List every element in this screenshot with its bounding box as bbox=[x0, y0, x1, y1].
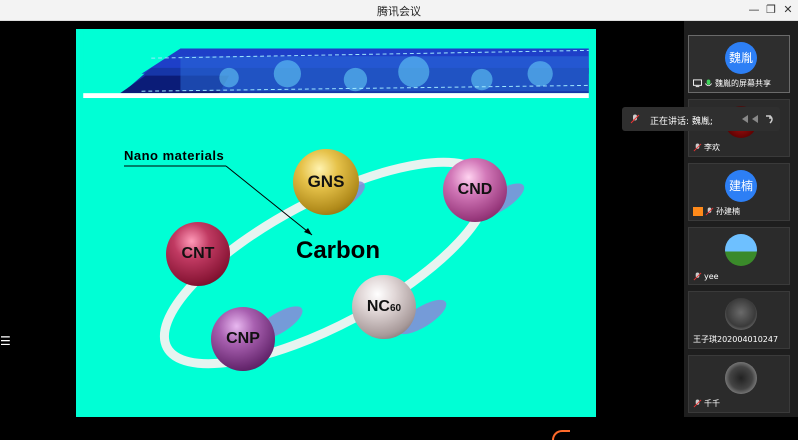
participant-name: 千千 bbox=[704, 399, 720, 408]
mic-icon bbox=[705, 79, 712, 87]
ball-cnt: CNT bbox=[166, 222, 230, 286]
avatar: 建楠 bbox=[725, 170, 757, 202]
participant-label: 千千 bbox=[693, 398, 787, 409]
participant-label: 李欢 bbox=[693, 142, 787, 153]
ball-nc60-sub: 60 bbox=[389, 303, 402, 314]
restore-icon[interactable]: ❐ bbox=[766, 3, 776, 16]
participant-label: 孙建楠 bbox=[693, 206, 787, 217]
ball-cnp: CNP bbox=[211, 307, 275, 371]
avatar: 魏胤 bbox=[725, 42, 757, 74]
avatar bbox=[725, 362, 757, 394]
mic-muted-icon bbox=[693, 399, 702, 408]
window-title: 腾讯会议 bbox=[377, 5, 421, 18]
participant-tile[interactable]: 建楠 孙建楠 bbox=[688, 163, 790, 221]
participant-name: yee bbox=[704, 272, 719, 281]
screen-share-icon bbox=[693, 79, 702, 88]
participant-name: 王子琪202004010247 bbox=[693, 335, 779, 344]
participant-label: 魏胤的屏幕共享 bbox=[693, 78, 787, 89]
orange-mark bbox=[552, 430, 570, 440]
orbit-ring bbox=[124, 157, 493, 369]
participant-label: 王子琪202004010247 bbox=[693, 334, 787, 345]
ball-nc60-label: NC60 bbox=[367, 298, 401, 316]
participant-tile[interactable]: 王子琪202004010247 bbox=[688, 291, 790, 349]
carbon-label: Carbon bbox=[296, 237, 380, 264]
mic-muted-icon bbox=[693, 143, 702, 152]
speaker-mic-icon bbox=[630, 114, 640, 124]
participant-name: 李欢 bbox=[704, 143, 720, 152]
title-bar: 腾讯会议 — ❐ ✕ bbox=[0, 0, 798, 21]
nano-materials-label: Nano materials bbox=[124, 148, 225, 163]
undo-redo-icon[interactable] bbox=[740, 113, 776, 125]
menu-icon[interactable]: ☰ bbox=[0, 334, 11, 348]
avatar bbox=[725, 298, 757, 330]
ball-cnp-label: CNP bbox=[226, 330, 260, 347]
shared-screen: Nano materials Carbon GNS CND CNT CNP NC… bbox=[0, 21, 684, 440]
ball-nc60-main: NC bbox=[366, 298, 390, 315]
ball-nc60: NC60 bbox=[352, 275, 416, 339]
participant-name: 魏胤的屏幕共享 bbox=[715, 79, 771, 88]
minimize-icon[interactable]: — bbox=[748, 3, 760, 16]
ball-cnd-label: CND bbox=[457, 181, 493, 198]
ball-gns-label: GNS bbox=[307, 172, 345, 191]
participant-label: yee bbox=[693, 272, 787, 281]
ball-gns: GNS bbox=[293, 149, 359, 215]
participant-name: 孙建楠 bbox=[716, 207, 740, 216]
close-icon[interactable]: ✕ bbox=[783, 3, 793, 16]
participant-panel: 魏胤 魏胤的屏幕共享 李欢 建楠 孙建楠 yee 王子琪20200401 bbox=[684, 21, 798, 417]
speaking-text: 正在讲话: 魏胤; bbox=[650, 117, 713, 127]
mic-muted-icon bbox=[693, 272, 702, 281]
ball-cnd: CND bbox=[443, 158, 507, 222]
participant-tile[interactable]: 千千 bbox=[688, 355, 790, 413]
participant-tile[interactable]: yee bbox=[688, 227, 790, 285]
participant-tile[interactable]: 魏胤 魏胤的屏幕共享 bbox=[688, 35, 790, 93]
mic-muted-icon bbox=[705, 207, 714, 216]
slide-banner bbox=[83, 29, 589, 99]
speaking-indicator: 正在讲话: 魏胤; bbox=[622, 107, 780, 131]
user-icon bbox=[693, 207, 703, 216]
presentation-slide: Nano materials Carbon GNS CND CNT CNP NC… bbox=[76, 29, 596, 417]
ball-cnt-label: CNT bbox=[181, 245, 215, 262]
avatar bbox=[725, 234, 757, 266]
